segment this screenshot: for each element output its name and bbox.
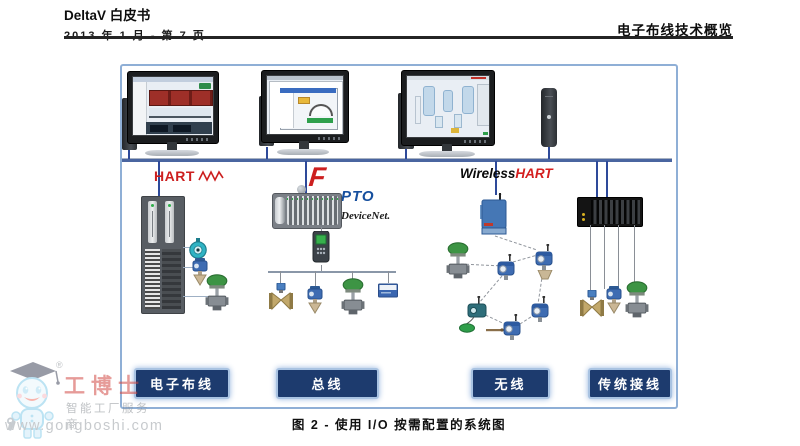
io-drop-line	[305, 161, 307, 193]
fieldbus-segment-line	[268, 271, 396, 273]
wireless-logo-text: Wireless	[460, 166, 516, 181]
control-network-line	[122, 158, 672, 162]
watermark-brand: 工博士	[64, 373, 145, 398]
flowmeter-device	[269, 283, 293, 311]
field-wire	[183, 267, 194, 268]
field-wire	[183, 296, 209, 297]
pressure-transmitter-device	[606, 286, 622, 314]
round-transmitter-device	[189, 238, 207, 259]
category-label-electronic-marshalling: 电子布线	[134, 368, 230, 399]
wireless-transmitter-device	[535, 244, 553, 270]
charm-io-rack	[141, 196, 185, 314]
ff-logo-text: F	[307, 162, 328, 192]
category-label-traditional-wiring: 传统接线	[588, 368, 672, 399]
wireless-transmitter-device	[503, 314, 521, 340]
field-wire	[618, 225, 619, 287]
watermark-url: www.gongboshi.com	[5, 418, 164, 434]
field-wire	[604, 225, 605, 289]
process-graphics-monitor	[401, 70, 495, 146]
monitor-base	[145, 150, 199, 156]
handheld-communicator-device	[312, 231, 330, 263]
net-drop-line	[548, 147, 550, 159]
figure-caption: 图 2 - 使用 I/O 按需配置的系统图	[291, 418, 507, 432]
io-drop-line	[495, 161, 497, 195]
field-wire	[590, 225, 591, 291]
wirelesshart-logo: Wireless HART	[460, 166, 553, 181]
field-wire	[634, 225, 635, 283]
monitor-base	[419, 151, 475, 157]
pid-screen	[406, 75, 490, 138]
wireless-transmitter-device	[497, 254, 515, 280]
io-drop-line	[596, 161, 598, 197]
hart-logo: HART	[154, 168, 224, 184]
section-title: 电子布线技术概览	[617, 23, 733, 38]
control-valve-device	[205, 274, 229, 311]
watermark: ® 工博士 智能工厂服务商 www.gongboshi.com	[0, 356, 162, 446]
io-drop-line	[158, 161, 160, 197]
variable-speed-drive-device	[378, 283, 398, 298]
doc-title: DeltaV 白皮书	[64, 8, 151, 23]
hart-logo-text: HART	[154, 168, 195, 184]
foundation-fieldbus-logo: F	[297, 162, 335, 196]
bus-drop	[280, 271, 281, 283]
monitor-buttons	[464, 140, 486, 143]
flowmeter-device	[580, 290, 604, 318]
transmitter-mount	[537, 270, 553, 280]
category-label-wireless: 无线	[471, 368, 550, 399]
net-drop-line	[405, 148, 407, 159]
monitor-stand	[442, 144, 452, 152]
monitor-buttons	[318, 137, 340, 140]
control-valve-device	[341, 278, 365, 315]
wireless-acoustic-transmitter-device	[459, 296, 487, 333]
terminal-strip	[145, 249, 160, 309]
wireless-gateway-device	[480, 193, 507, 235]
field-wire	[183, 247, 192, 248]
traditional-io-rack	[577, 197, 643, 227]
bus-drop	[352, 271, 353, 279]
bus-wire	[321, 265, 322, 271]
monitor-stand	[299, 141, 309, 150]
bus-wire	[321, 227, 322, 232]
header-rule	[64, 36, 733, 39]
hart-wave-icon	[198, 170, 224, 182]
registered-mark: ®	[56, 360, 63, 370]
monitor-base	[277, 149, 329, 155]
operate-screen	[132, 76, 214, 136]
pressure-transmitter-device	[307, 286, 323, 314]
pressure-transmitter-device	[192, 258, 208, 286]
engineering-monitor	[261, 70, 349, 143]
net-drop-line	[128, 147, 130, 159]
robot-mascot-icon	[7, 362, 60, 439]
monitor-buttons	[186, 138, 208, 141]
probe-icon	[486, 328, 504, 332]
wirelesshart-logo-text: HART	[515, 166, 553, 181]
io-drop-line	[606, 161, 608, 197]
category-label-bus: 总线	[276, 368, 379, 399]
config-screen	[266, 75, 344, 135]
devicenet-logo: DeviceNet.	[341, 210, 391, 222]
profibus-logo: PTO	[341, 188, 375, 205]
server-tower	[541, 88, 557, 147]
wireless-transmitter-device	[531, 296, 549, 322]
watermark-tagline: 智能工厂服务商	[66, 403, 150, 431]
control-valve-device	[446, 242, 470, 279]
bus-drop	[315, 271, 316, 286]
monitor-stand	[167, 142, 177, 151]
controller-io-rack	[272, 193, 342, 229]
doc-meta: 2013 年 1 月 - 第 7 页	[64, 27, 206, 43]
operator-monitor	[127, 71, 219, 144]
control-valve-device	[625, 281, 649, 318]
ff-ball-icon	[297, 185, 306, 194]
bus-drop	[388, 271, 389, 283]
net-drop-line	[266, 147, 268, 159]
charm-column	[162, 249, 181, 309]
